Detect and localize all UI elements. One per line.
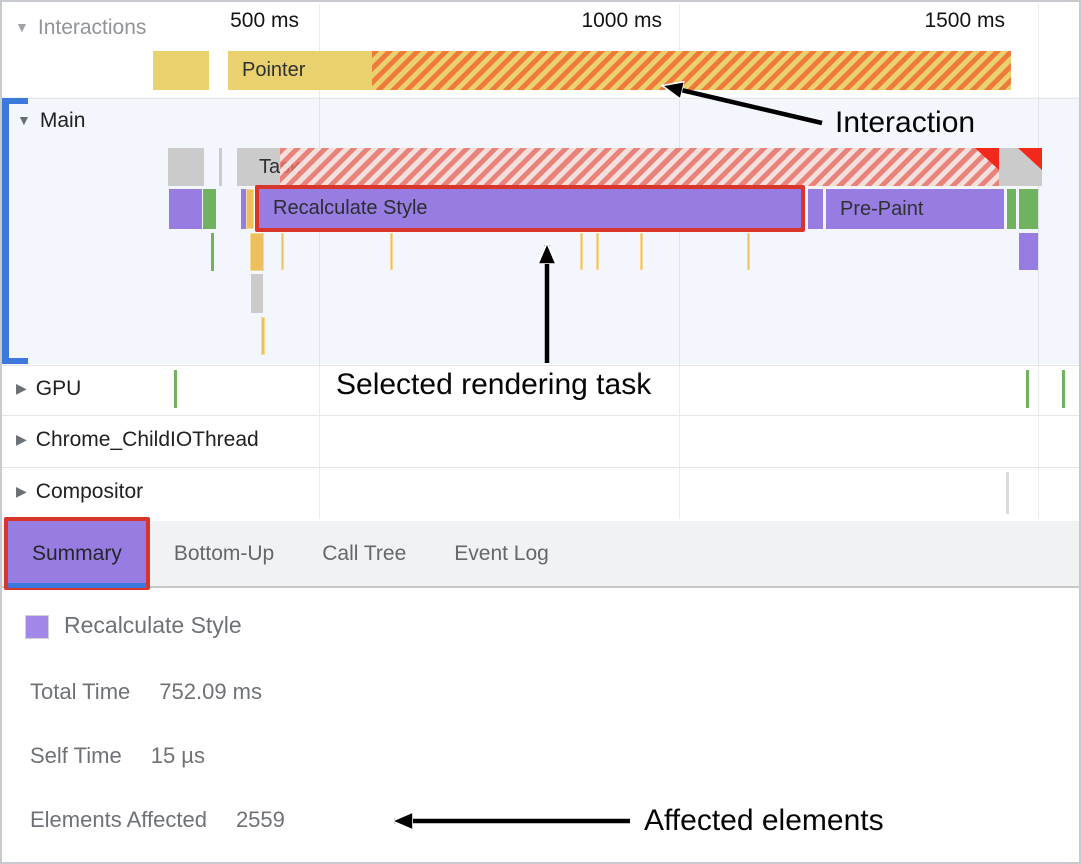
bar-label: Pre-Paint bbox=[840, 197, 924, 220]
stat-value: 15 µs bbox=[150, 743, 205, 768]
script-bar[interactable] bbox=[596, 233, 599, 270]
tab-bottom-up[interactable]: Bottom-Up bbox=[173, 541, 275, 565]
track-divider bbox=[2, 467, 1079, 468]
gpu-activity-bar[interactable] bbox=[1062, 370, 1065, 408]
track-title: Chrome_ChildIOThread bbox=[35, 428, 259, 451]
track-divider bbox=[2, 98, 1079, 99]
script-bar[interactable] bbox=[640, 233, 643, 270]
flame-chart-area[interactable]: 500 ms 1000 ms 1500 ms ▼ Interactions ▼ Ma… bbox=[2, 2, 1079, 519]
interaction-bar[interactable] bbox=[153, 51, 209, 90]
task-bar[interactable] bbox=[251, 274, 263, 313]
stat-label: Self Time bbox=[30, 743, 122, 768]
summary-row: Self Time 15 µs bbox=[30, 743, 205, 769]
pointer-interaction-bar[interactable]: Pointer bbox=[228, 51, 372, 90]
paint-bar[interactable] bbox=[203, 189, 216, 229]
stat-label: Elements Affected bbox=[30, 807, 207, 832]
pointer-interaction-extension-bar[interactable] bbox=[372, 51, 1011, 90]
annotation-interaction: Interaction bbox=[835, 106, 976, 139]
track-divider bbox=[2, 365, 1079, 366]
ruler-time-label: 500 ms bbox=[230, 9, 299, 32]
pre-paint-bar[interactable]: Pre-Paint bbox=[826, 189, 1004, 229]
bar-label: Recalculate Style bbox=[273, 197, 428, 219]
paint-bar[interactable] bbox=[211, 233, 214, 271]
gridline bbox=[319, 4, 320, 519]
event-color-swatch bbox=[25, 615, 49, 639]
task-bar[interactable] bbox=[168, 148, 204, 186]
recalc-style-bar[interactable] bbox=[241, 189, 246, 229]
gridline bbox=[679, 4, 680, 519]
gpu-activity-bar[interactable] bbox=[174, 370, 177, 408]
track-divider bbox=[2, 415, 1079, 416]
details-tabbar: Summary Bottom-Up Call Tree Event Log bbox=[2, 517, 1079, 590]
long-task-bar[interactable] bbox=[280, 148, 999, 186]
track-header-gpu[interactable]: ▶ GPU bbox=[16, 377, 81, 401]
script-bar[interactable] bbox=[246, 189, 254, 229]
tab-event-log[interactable]: Event Log bbox=[454, 541, 549, 565]
task-bar[interactable] bbox=[219, 148, 222, 186]
summary-row: Elements Affected 2559 bbox=[30, 807, 285, 833]
bar-label: Pointer bbox=[242, 59, 306, 81]
track-header-main[interactable]: ▼ Main bbox=[17, 109, 85, 133]
track-header-interactions[interactable]: ▼ Interactions bbox=[15, 16, 146, 40]
expand-triangle-icon[interactable]: ▶ bbox=[16, 379, 27, 396]
gpu-activity-bar[interactable] bbox=[1026, 370, 1029, 408]
track-title: Compositor bbox=[35, 480, 144, 503]
main-track-selection-bracket bbox=[2, 98, 28, 104]
rendering-bar[interactable] bbox=[808, 189, 823, 229]
paint-bar[interactable] bbox=[1007, 189, 1016, 229]
ruler-time-label: 1500 ms bbox=[924, 9, 1005, 32]
track-title: Main bbox=[39, 109, 86, 132]
script-bar[interactable] bbox=[390, 233, 393, 270]
summary-event-title: Recalculate Style bbox=[64, 612, 242, 638]
track-title: GPU bbox=[35, 377, 82, 400]
stat-label: Total Time bbox=[30, 679, 131, 704]
main-track-selection-bracket bbox=[2, 98, 9, 364]
rendering-bar[interactable] bbox=[1019, 233, 1038, 270]
flame-bars-layer: PointerTaskRecalculate Style Pre-Paint bbox=[2, 2, 1079, 519]
track-header-chrome-childiothread[interactable]: ▶ Chrome_ChildIOThread bbox=[16, 428, 259, 452]
gridline bbox=[1038, 4, 1039, 519]
script-bar[interactable] bbox=[580, 233, 583, 270]
track-header-compositor[interactable]: ▶ Compositor bbox=[16, 480, 143, 504]
compositor-activity-bar[interactable] bbox=[1006, 472, 1009, 514]
expand-triangle-icon[interactable]: ▶ bbox=[16, 430, 27, 447]
collapse-triangle-icon[interactable]: ▼ bbox=[15, 19, 29, 35]
paint-bar[interactable] bbox=[1019, 189, 1038, 229]
script-bar[interactable] bbox=[250, 233, 264, 271]
summary-row: Total Time 752.09 ms bbox=[30, 679, 262, 705]
annotation-affected: Affected elements bbox=[644, 804, 884, 837]
script-bar[interactable] bbox=[747, 233, 750, 270]
summary-panel: Recalculate Style Total Time 752.09 ms Se… bbox=[2, 588, 1079, 862]
stat-value: 2559 bbox=[235, 807, 285, 832]
track-title: Interactions bbox=[37, 16, 147, 39]
script-bar[interactable] bbox=[281, 233, 284, 270]
selected-recalculate-style-bar[interactable]: Recalculate Style bbox=[255, 185, 805, 232]
stat-value: 752.09 ms bbox=[159, 679, 262, 704]
task-bar[interactable]: Task bbox=[237, 148, 300, 186]
script-bar[interactable] bbox=[261, 317, 265, 355]
collapse-triangle-icon[interactable]: ▼ bbox=[17, 112, 31, 128]
main-track-selection-bracket bbox=[2, 358, 28, 364]
annotation-selected-task: Selected rendering task bbox=[336, 368, 652, 401]
expand-triangle-icon[interactable]: ▶ bbox=[16, 482, 27, 499]
ruler-time-label: 1000 ms bbox=[581, 9, 662, 32]
tab-summary[interactable]: Summary bbox=[4, 517, 150, 590]
tab-call-tree[interactable]: Call Tree bbox=[322, 541, 407, 565]
recalc-style-bar[interactable] bbox=[169, 189, 202, 229]
